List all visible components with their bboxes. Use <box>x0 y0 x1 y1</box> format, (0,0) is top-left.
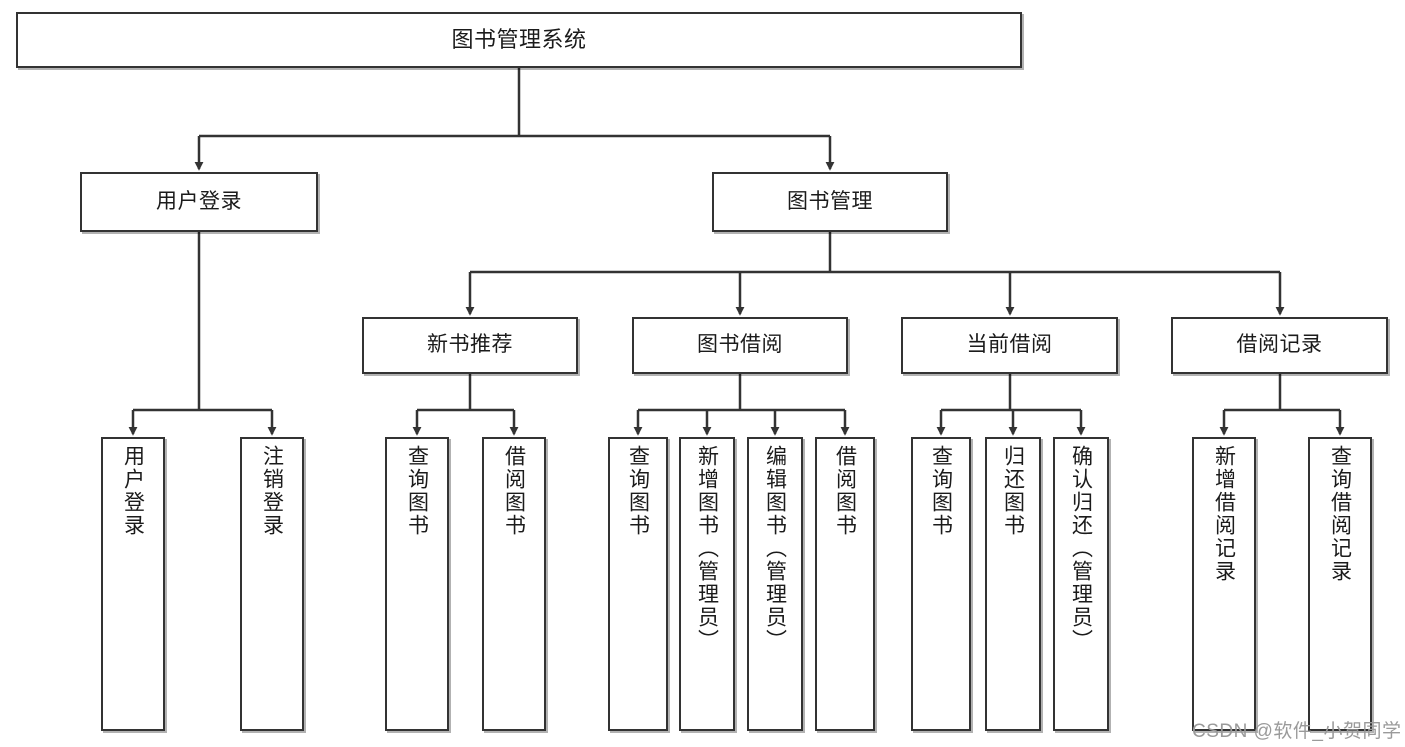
node-label-leaf-bk-edit: 编辑图书（管理员） <box>763 445 787 652</box>
node-leaf-bk-query[interactable]: 查询图书 <box>608 437 668 731</box>
node-label-leaf-nb-borrow: 借阅图书 <box>502 445 526 537</box>
node-leaf-cur-confirm[interactable]: 确认归还（管理员） <box>1053 437 1109 731</box>
node-label-book-mgmt: 图书管理 <box>787 189 873 213</box>
node-label-leaf-bk-add: 新增图书（管理员） <box>695 445 719 652</box>
node-label-leaf-cur-return: 归还图书 <box>1001 445 1025 537</box>
node-label-root: 图书管理系统 <box>451 27 587 53</box>
node-label-current: 当前借阅 <box>966 333 1053 357</box>
node-leaf-bk-add[interactable]: 新增图书（管理员） <box>679 437 735 731</box>
node-label-leaf-nb-query: 查询图书 <box>405 445 429 537</box>
node-leaf-user-logout[interactable]: 注销登录 <box>240 437 304 731</box>
node-book-mgmt[interactable]: 图书管理 <box>712 172 948 232</box>
node-label-leaf-rec-add: 新增借阅记录 <box>1212 445 1236 583</box>
node-label-leaf-bk-query: 查询图书 <box>626 445 650 537</box>
node-leaf-nb-borrow[interactable]: 借阅图书 <box>482 437 546 731</box>
node-leaf-user-login[interactable]: 用户登录 <box>101 437 165 731</box>
watermark-text: CSDN @软件_小贺同学 <box>1192 721 1402 742</box>
node-current[interactable]: 当前借阅 <box>901 317 1118 374</box>
node-borrow[interactable]: 图书借阅 <box>632 317 848 374</box>
node-label-user-login: 用户登录 <box>156 189 242 213</box>
node-label-leaf-user-login: 用户登录 <box>121 445 145 537</box>
node-label-leaf-cur-query: 查询图书 <box>929 445 953 537</box>
node-label-leaf-cur-confirm: 确认归还（管理员） <box>1069 445 1093 652</box>
node-label-new-book: 新书推荐 <box>427 333 513 357</box>
node-label-leaf-bk-borrow: 借阅图书 <box>833 445 857 537</box>
node-leaf-cur-return[interactable]: 归还图书 <box>985 437 1041 731</box>
node-label-borrow: 图书借阅 <box>697 333 783 357</box>
edge-group <box>128 68 1345 436</box>
node-leaf-nb-query[interactable]: 查询图书 <box>385 437 449 731</box>
node-root[interactable]: 图书管理系统 <box>16 12 1022 68</box>
node-label-records: 借阅记录 <box>1236 333 1323 357</box>
node-leaf-rec-query[interactable]: 查询借阅记录 <box>1308 437 1372 731</box>
node-leaf-bk-borrow[interactable]: 借阅图书 <box>815 437 875 731</box>
node-user-login[interactable]: 用户登录 <box>80 172 318 232</box>
node-label-leaf-rec-query: 查询借阅记录 <box>1328 445 1352 583</box>
node-new-book[interactable]: 新书推荐 <box>362 317 578 374</box>
node-label-leaf-user-logout: 注销登录 <box>260 445 284 537</box>
node-leaf-rec-add[interactable]: 新增借阅记录 <box>1192 437 1256 731</box>
node-leaf-cur-query[interactable]: 查询图书 <box>911 437 971 731</box>
node-leaf-bk-edit[interactable]: 编辑图书（管理员） <box>747 437 803 731</box>
node-records[interactable]: 借阅记录 <box>1171 317 1388 374</box>
